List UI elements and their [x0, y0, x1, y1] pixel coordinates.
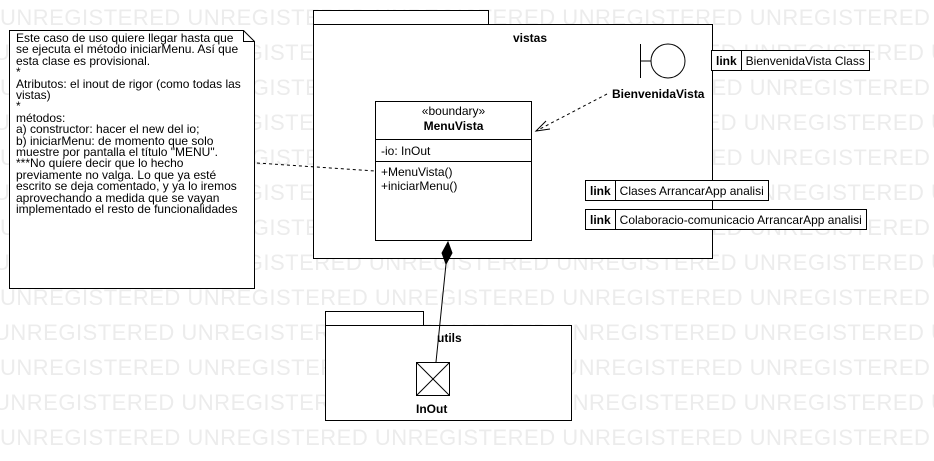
watermark-text: UNREGISTERED UNREGISTERED UNREGISTERED U… [0, 287, 934, 309]
dependency-arrowhead [534, 120, 551, 132]
note-shape[interactable] [9, 30, 255, 289]
link-clases-arrancarapp[interactable]: link Clases ArrancarApp analisi [585, 180, 769, 201]
composition-line[interactable] [435, 263, 447, 363]
package-utils-tab[interactable] [325, 311, 424, 326]
watermark-text: UNREGISTERED UNREGISTERED UNREGISTERED U… [0, 427, 934, 449]
package-vistas-label: vistas [513, 31, 548, 45]
boundary-label: BienvenidaVista [612, 87, 705, 101]
link-target: BienvenidaVista Class [745, 53, 865, 68]
link-colaboracio-comunicacio[interactable]: link Colaboracio-comunicacio ArrancarApp… [585, 209, 867, 230]
package-vistas-tab[interactable] [313, 10, 489, 25]
class-operation: +MenuVista() [381, 165, 453, 179]
link-bienvenidavista-class[interactable]: link BienvenidaVista Class [711, 50, 870, 71]
link-keyword: link [586, 181, 616, 200]
note-anchor-line[interactable] [256, 162, 376, 172]
link-target: Clases ArrancarApp analisi [619, 183, 764, 198]
boundary-icon[interactable] [640, 43, 686, 79]
class-name: MenuVista [423, 119, 484, 133]
link-keyword: link [712, 51, 742, 70]
class-operation: +iniciarMenu() [381, 179, 458, 193]
link-keyword: link [586, 210, 616, 229]
note-text: Este caso de uso quiere llegar hasta que… [16, 31, 241, 217]
class-attribute: -io: InOut [381, 144, 431, 158]
class-menuvista[interactable]: «boundary» MenuVista -io: InOut +MenuVis… [375, 101, 532, 241]
composition-diamond [441, 240, 453, 266]
class-divider [376, 139, 531, 140]
link-target: Colaboracio-comunicacio ArrancarApp anal… [619, 212, 862, 227]
note-fold [243, 30, 255, 42]
class-stereotype: «boundary» [421, 104, 486, 118]
inout-class-icon[interactable] [416, 362, 450, 396]
package-utils-label: utils [437, 331, 462, 345]
dependency-line[interactable] [535, 93, 608, 132]
class-divider [376, 161, 531, 162]
inout-label: InOut [416, 402, 448, 416]
